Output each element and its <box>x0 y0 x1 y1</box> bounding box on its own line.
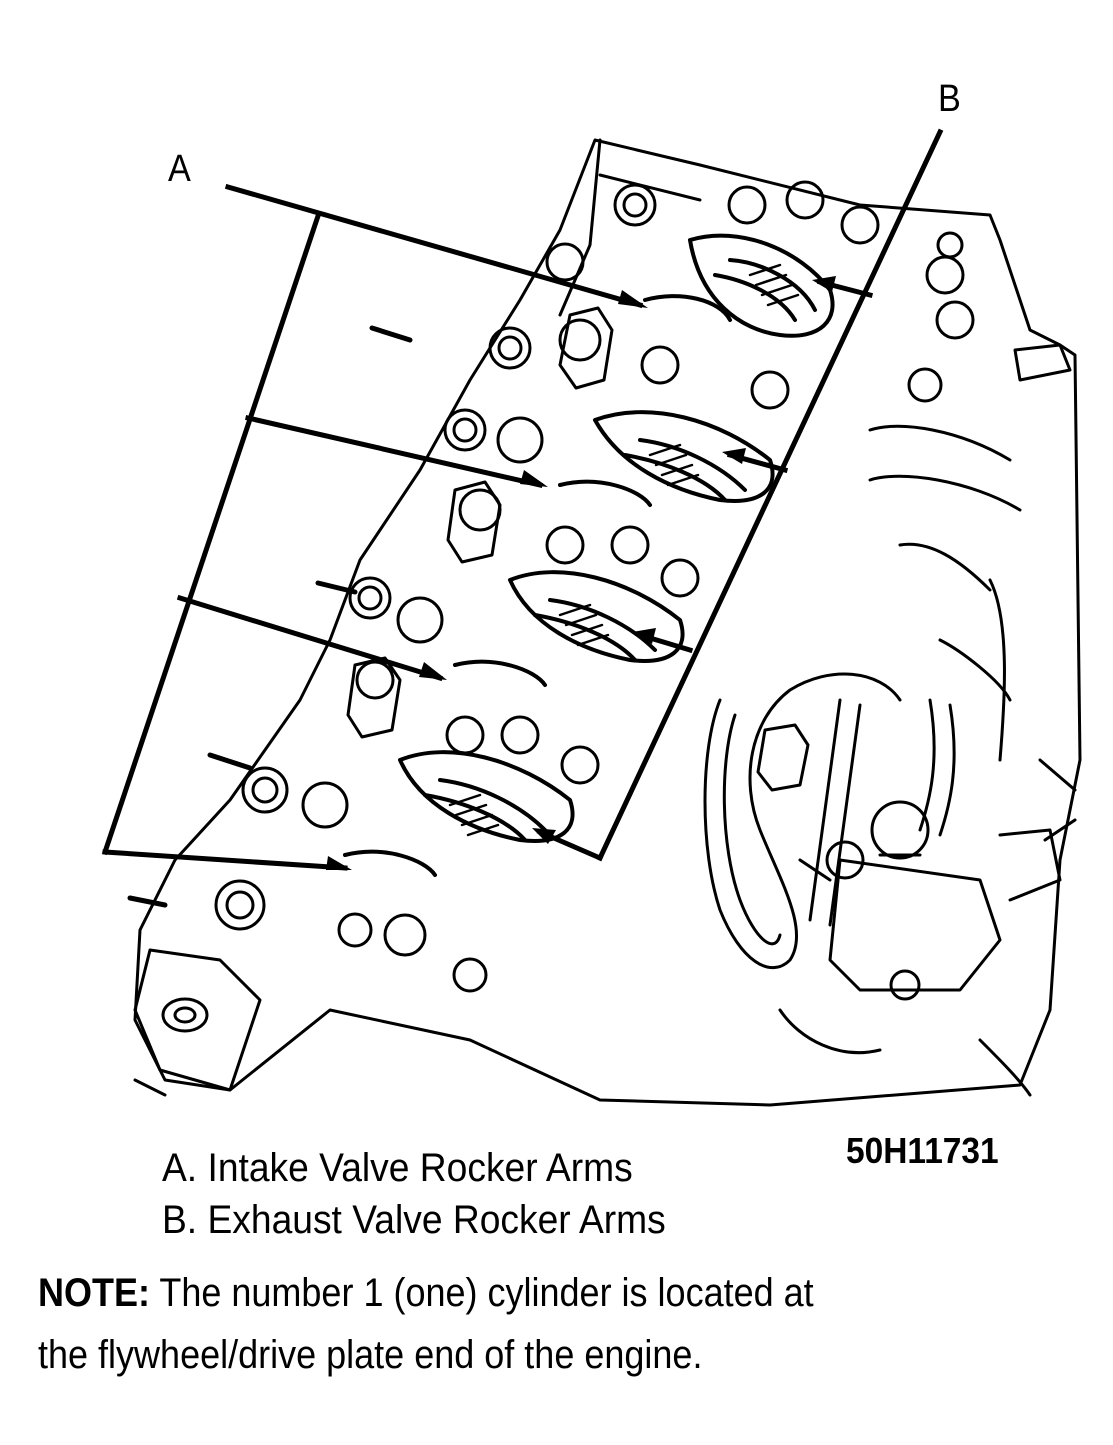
leader-a-branch-3 <box>176 594 444 682</box>
head-bolts <box>214 180 975 1001</box>
figure-number: 50H11731 <box>846 1130 999 1171</box>
arrowhead-b-4 <box>532 828 556 844</box>
arrowhead-b-2 <box>722 448 746 464</box>
arrowhead-a-2 <box>520 470 548 487</box>
callout-label-b: B <box>938 78 961 120</box>
arrowhead-a-4 <box>326 856 352 870</box>
arrowhead-a-1 <box>618 290 648 308</box>
arrowhead-b-3 <box>632 628 656 644</box>
fuel-injection-components <box>703 343 1077 1097</box>
valve-springs <box>448 263 800 837</box>
note-label: NOTE: <box>38 1271 150 1315</box>
legend-item-intake: A. Intake Valve Rocker Arms <box>162 1146 633 1190</box>
hex-studs <box>346 306 810 792</box>
callout-leaders <box>101 128 944 871</box>
leader-a-spine <box>101 212 322 856</box>
arrowhead-a-3 <box>419 662 447 680</box>
note-text-1: The number 1 (one) cylinder is located a… <box>149 1271 814 1315</box>
leader-a-branch-2 <box>245 415 543 488</box>
cylinder-head-outline <box>133 138 1082 1107</box>
note-block: NOTE: The number 1 (one) cylinder is loc… <box>38 1262 992 1386</box>
lower-bracket <box>133 948 262 1097</box>
arrowhead-b-1 <box>812 276 836 292</box>
leader-b-spine <box>596 128 944 862</box>
leader-a-top <box>224 183 644 309</box>
rocker-arm-assemblies <box>343 233 835 877</box>
threaded-studs <box>127 325 413 908</box>
engine-illustration: A B <box>101 78 1082 1107</box>
leader-arrowheads <box>326 276 836 870</box>
figure-legend: A. Intake Valve Rocker Arms B. Exhaust V… <box>162 1142 704 1246</box>
legend-item-exhaust: B. Exhaust Valve Rocker Arms <box>162 1198 666 1242</box>
note-line-1: NOTE: The number 1 (one) cylinder is loc… <box>38 1262 992 1324</box>
note-line-2: the flywheel/drive plate end of the engi… <box>38 1333 703 1377</box>
leader-a-branch-4 <box>102 849 348 871</box>
callout-label-a: A <box>168 148 191 190</box>
valve-train-line-drawing <box>101 128 1082 1107</box>
